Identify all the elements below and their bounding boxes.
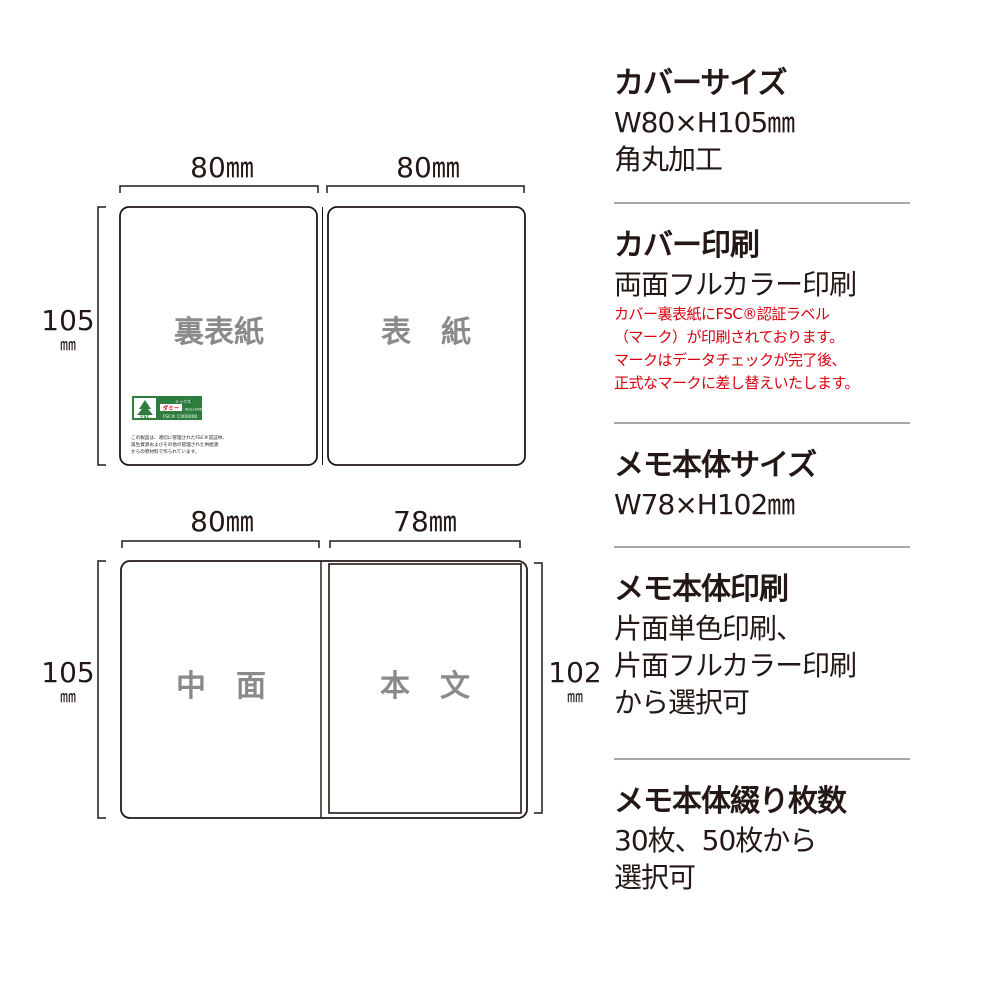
fsc-notice-1: この製品は、適切に管理されたFSC®認証林、 bbox=[131, 434, 227, 441]
top-height-bracket bbox=[97, 206, 106, 466]
spec-cover-print-note: マークはデータチェックが完了後、 bbox=[614, 351, 847, 369]
top-dim-height: 105 bbox=[41, 304, 94, 337]
spec-memo-print-line: 片面フルカラー印刷 bbox=[614, 649, 857, 682]
spec-cover-print-note: （マーク）が印刷されております。 bbox=[614, 328, 844, 346]
top-width-right-bracket bbox=[326, 185, 525, 193]
spec-memo-sheets-line: 選択可 bbox=[614, 861, 696, 894]
front-cover-label: 表 紙 bbox=[381, 315, 471, 350]
spec-divider bbox=[614, 422, 910, 424]
spec-memo-size: メモ本体サイズ W78×H102㎜ bbox=[614, 424, 910, 546]
fsc-logo-text: FSC bbox=[140, 414, 150, 420]
front-cover-panel bbox=[327, 206, 526, 466]
fsc-code: FSC® C000000 bbox=[163, 413, 198, 420]
spec-cover-size-line: 角丸加工 bbox=[614, 143, 723, 176]
spec-divider bbox=[614, 202, 910, 204]
bottom-height-right-bracket bbox=[534, 562, 543, 814]
back-cover-label: 裏表紙 bbox=[174, 315, 264, 350]
top-dim-right: 80㎜ bbox=[396, 151, 460, 184]
fsc-badge-right: 責任ある木材資源を使用した紙 bbox=[185, 407, 219, 411]
memo-pad-rect bbox=[328, 563, 522, 814]
spec-memo-print-line: 片面単色印刷、 bbox=[614, 612, 804, 645]
spec-cover-print: カバー印刷 両面フルカラー印刷 カバー裏表紙にFSC®認証ラベル （マーク）が印… bbox=[614, 204, 910, 422]
fsc-tree-icon bbox=[137, 400, 153, 415]
bottom-width-left-bracket bbox=[121, 540, 320, 548]
bottom-dim-height-left: 105 bbox=[41, 656, 94, 689]
fsc-notice-2: 再生資源およびその他の管理された供給源 bbox=[131, 441, 219, 448]
bottom-dim-right: 78㎜ bbox=[393, 505, 457, 538]
spec-memo-size-line: W78×H102㎜ bbox=[614, 488, 795, 521]
spec-cover-print-note: 正式なマークに差し替えいたします。 bbox=[614, 374, 860, 392]
spec-memo-print-title: メモ本体印刷 bbox=[614, 572, 789, 607]
spec-memo-sheets-title: メモ本体綴り枚数 bbox=[614, 784, 847, 819]
spec-panel: カバーサイズ W80×H105㎜ 角丸加工 カバー印刷 両面フルカラー印刷 カバ… bbox=[614, 64, 910, 920]
bottom-width-right-bracket bbox=[329, 540, 521, 548]
spec-cover-print-title: カバー印刷 bbox=[614, 228, 760, 263]
spec-cover-print-line: 両面フルカラー印刷 bbox=[614, 268, 857, 301]
spec-cover-size-line: W80×H105㎜ bbox=[614, 106, 795, 139]
fsc-label: FSC ミックス ダミー 責任ある木材資源を使用した紙 FSC® C000000… bbox=[131, 396, 227, 455]
spec-divider bbox=[614, 758, 910, 760]
bottom-dim-height-right: 102 bbox=[548, 656, 601, 689]
memo-body-label: 本 文 bbox=[380, 669, 470, 704]
spec-cover-size: カバーサイズ W80×H105㎜ 角丸加工 bbox=[614, 64, 910, 202]
spec-memo-size-title: メモ本体サイズ bbox=[614, 448, 817, 483]
spec-memo-print: メモ本体印刷 片面単色印刷、 片面フルカラー印刷 から選択可 bbox=[614, 548, 910, 758]
spec-divider bbox=[614, 546, 910, 548]
bottom-dim-unit-right: ㎜ bbox=[567, 687, 583, 706]
spec-cover-size-title: カバーサイズ bbox=[614, 66, 788, 101]
spec-memo-sheets-line: 30枚、50枚から bbox=[614, 824, 817, 857]
spec-memo-sheets: メモ本体綴り枚数 30枚、50枚から 選択可 bbox=[614, 760, 910, 920]
bottom-dim-unit-left: ㎜ bbox=[60, 687, 76, 706]
spec-memo-print-line: から選択可 bbox=[614, 686, 750, 719]
fsc-notice-3: からの原材料で作られています。 bbox=[131, 448, 199, 455]
top-width-left-bracket bbox=[119, 185, 319, 193]
bottom-height-left-bracket bbox=[97, 560, 106, 819]
bottom-dim-left: 80㎜ bbox=[190, 505, 254, 538]
top-dim-height-unit: ㎜ bbox=[60, 335, 76, 354]
top-dim-left: 80㎜ bbox=[190, 151, 254, 184]
inner-cover-label: 中 面 bbox=[176, 669, 266, 704]
spec-cover-print-note: カバー裏表紙にFSC®認証ラベル bbox=[614, 305, 830, 323]
fsc-badge-label: ダミー bbox=[163, 404, 180, 412]
fsc-badge-small: ミックス bbox=[175, 398, 191, 404]
